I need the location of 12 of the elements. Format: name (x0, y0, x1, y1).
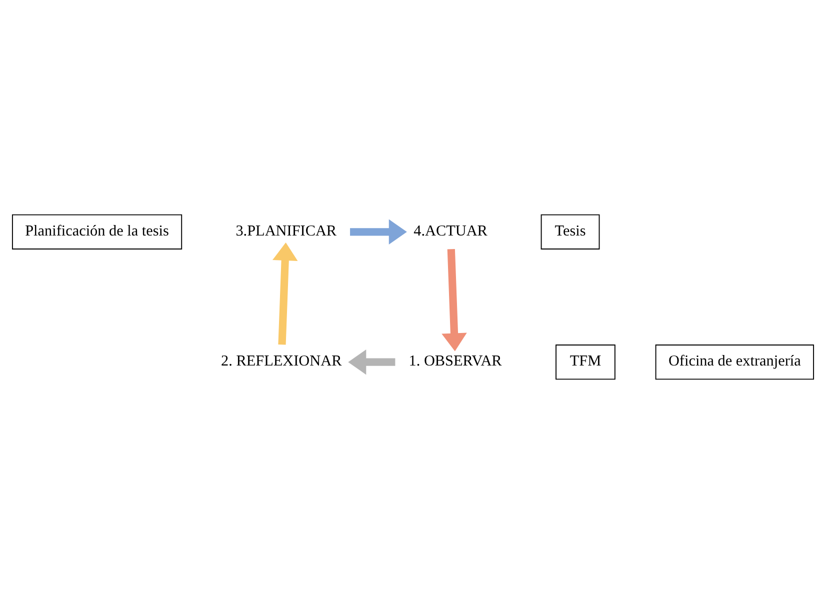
arrow (442, 248, 467, 352)
node-text: 4.ACTUAR (414, 222, 488, 240)
arrow (350, 219, 407, 245)
node-text: 3.PLANIFICAR (236, 222, 337, 240)
node-box: TFM (556, 344, 616, 380)
node-box: Oficina de extranjería (655, 344, 814, 380)
node-text: 1. OBSERVAR (408, 352, 502, 370)
node-box: Planificación de la tesis (12, 214, 182, 250)
arrow (272, 242, 298, 345)
node-box: Tesis (540, 214, 600, 250)
arrow (348, 349, 396, 375)
node-text: 2. REFLEXIONAR (221, 352, 342, 370)
